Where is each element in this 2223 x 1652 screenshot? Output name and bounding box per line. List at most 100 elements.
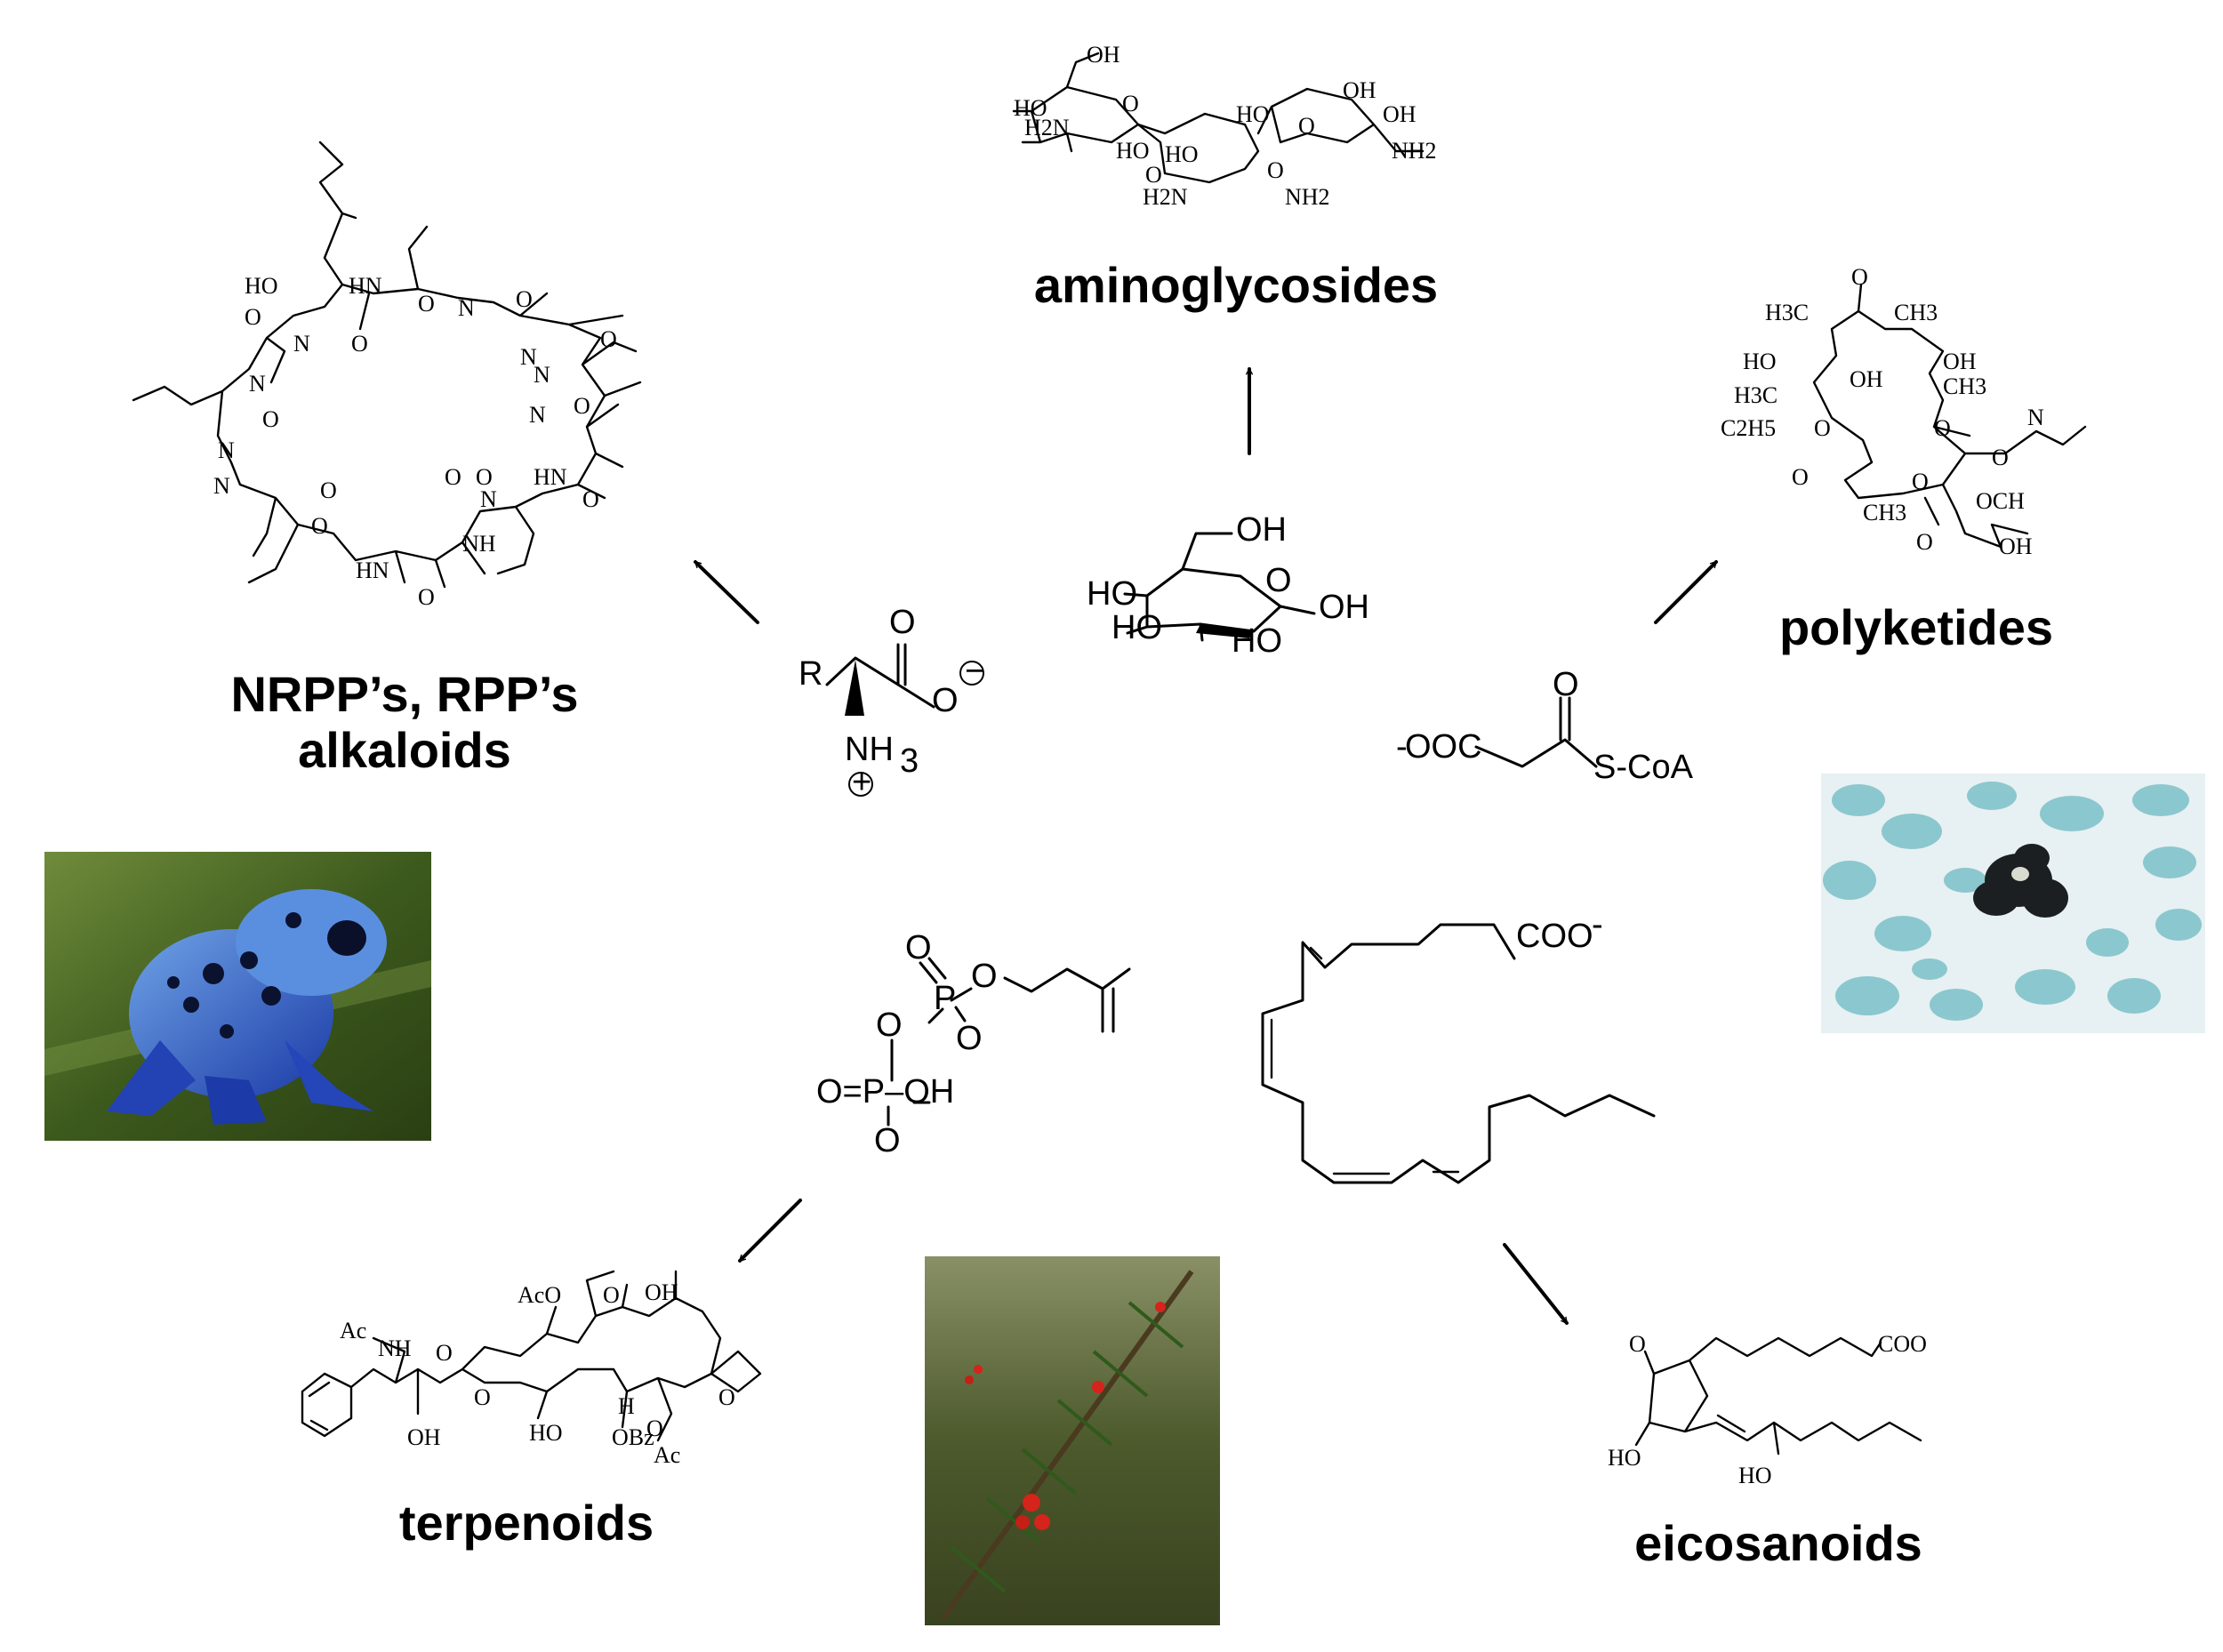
svg-text:O: O: [1992, 445, 2009, 470]
svg-text:NH: NH: [378, 1335, 412, 1361]
svg-text:NH2: NH2: [1392, 138, 1437, 164]
terpenoids-label: terpenoids: [399, 1495, 654, 1551]
cyclosporin-atom-label: NH: [462, 531, 496, 557]
ipp-o-minus2: O: [874, 1122, 901, 1159]
svg-text:O: O: [718, 1384, 735, 1410]
svg-text:OH: OH: [407, 1424, 441, 1450]
svg-text:HO: HO: [1738, 1463, 1772, 1488]
svg-text:AcO: AcO: [518, 1282, 561, 1308]
cyclosporin-atom-label: HN: [356, 557, 389, 583]
svg-text:HO: HO: [1116, 138, 1150, 164]
glucose-ho-lower: HO: [1112, 609, 1162, 646]
mycelium-photo: [1821, 774, 2205, 1033]
glucose-oh-top: OH: [1236, 511, 1287, 549]
arrow-to-terpenoids: [738, 1199, 802, 1263]
svg-text:CH3: CH3: [1863, 500, 1906, 525]
r-group: R: [799, 655, 823, 693]
svg-text:OH: OH: [1343, 77, 1376, 103]
svg-text:O: O: [1916, 529, 1933, 555]
svg-text:C2H5: C2H5: [1721, 415, 1776, 441]
cyclosporin-atom-label: O: [311, 513, 328, 539]
ipp-p1: P: [934, 980, 956, 1017]
cyclosporin-atom-label: N: [213, 473, 230, 499]
frog-photo: [44, 852, 431, 1141]
taxol-structure: AcO O OH Ac NH O O H OH HO OBz O Ac O: [301, 1270, 762, 1468]
glucose-ring-o: O: [1265, 562, 1292, 599]
cyclosporin-atom-label: O: [262, 406, 279, 432]
svg-text:O: O: [1298, 113, 1315, 139]
aminoglycoside-structure: OH HO H2N O HO HO O O OH OH HO O NH2 H2N…: [1012, 42, 1437, 210]
svg-text:COO: COO: [1878, 1331, 1927, 1357]
arachidonate-coo: COO: [1516, 918, 1593, 955]
cyclosporin-atom-label: N: [529, 402, 546, 428]
svg-text:-: -: [1396, 728, 1408, 766]
cyclosporin-atom-label: O: [320, 477, 337, 503]
cyclosporin-atom-label: N: [520, 344, 537, 370]
cyclosporin-atom-label: O: [516, 286, 533, 312]
glucose-ho-left: HO: [1087, 575, 1137, 613]
malonyl-coa-structure: - OOC O S-CoA: [1396, 666, 1694, 786]
svg-text:H2N: H2N: [1024, 115, 1070, 140]
svg-text:CH3: CH3: [1894, 300, 1938, 325]
ipp-bridge-o: O: [876, 1006, 903, 1044]
svg-text:-: -: [1592, 906, 1603, 943]
svg-text:O: O: [603, 1282, 620, 1308]
erythromycin-structure: O H3C CH3 HO OH OH H3C CH3 C2H5 O O O N …: [1721, 264, 2087, 559]
cyclosporin-atom-label: O: [574, 393, 590, 419]
minus-charge: [959, 661, 984, 686]
svg-text:HO: HO: [1014, 95, 1047, 121]
svg-text:NH2: NH2: [1285, 184, 1330, 210]
svg-text:−: −: [965, 653, 984, 690]
ipp-o-minus1: O: [956, 1020, 983, 1057]
ipp-p2: O=P–OH: [816, 1073, 954, 1111]
cyclosporin-atom-label: N: [458, 295, 475, 321]
svg-text:O: O: [1145, 162, 1162, 188]
cyclosporin-atom-label: N: [480, 486, 497, 512]
svg-text:OH: OH: [1383, 101, 1416, 127]
svg-text:Ac: Ac: [654, 1442, 680, 1468]
glucose-structure: OH O HO OH HO HO: [1087, 511, 1369, 660]
cyclosporin-atom-label: O: [582, 486, 599, 512]
svg-text:O: O: [436, 1340, 453, 1366]
cyclosporin-atom-label: HN: [349, 273, 382, 299]
yew-photo: [925, 1256, 1220, 1625]
aminoglycosides-label: aminoglycosides: [1034, 257, 1438, 313]
ammonium: NH: [845, 731, 894, 768]
malonyl-o: O: [1553, 666, 1579, 703]
svg-text:Ac: Ac: [340, 1318, 366, 1343]
cyclosporin-atom-label: O: [245, 304, 261, 330]
ipp-structure: O P O O O O=P–OH O: [816, 929, 1131, 1159]
svg-text:CH3: CH3: [1943, 373, 1986, 399]
cyclosporin-atom-label: O: [445, 464, 461, 490]
svg-text:N: N: [2027, 405, 2044, 430]
arrow-to-polyketides: [1654, 560, 1718, 624]
svg-text:O: O: [1792, 464, 1809, 490]
cyclosporin-atom-label: N: [249, 371, 266, 397]
cyclosporin-atom-label: O: [476, 464, 493, 490]
arachidonate-structure: COO -: [1261, 906, 1656, 1184]
cyclosporin-atom-label: O: [418, 584, 435, 610]
svg-text:O: O: [1814, 415, 1831, 441]
eicosanoids-label: eicosanoids: [1634, 1515, 1922, 1571]
amino-acid-structure: R O O − NH 3 +: [799, 604, 984, 801]
svg-text:O: O: [1629, 1331, 1646, 1357]
alkaloids-label: alkaloids: [298, 722, 511, 778]
svg-text:H3C: H3C: [1765, 300, 1809, 325]
cyclosporin-atom-label: HO: [245, 273, 278, 299]
svg-text:OH: OH: [1943, 349, 1977, 374]
svg-text:O: O: [1122, 91, 1139, 116]
cyclosporin-atom-label: O: [418, 291, 435, 317]
svg-text:OH: OH: [1087, 42, 1120, 68]
svg-text:O: O: [1851, 264, 1868, 290]
malonyl-scoa: S-CoA: [1593, 749, 1694, 786]
carboxylate-o: O: [932, 682, 959, 719]
svg-text:O: O: [646, 1415, 663, 1441]
cyclosporin-atom-label: HN: [534, 464, 567, 490]
svg-text:OH: OH: [1999, 533, 2033, 559]
cyclosporin-atom-label: N: [534, 362, 550, 388]
plus-charge: [848, 772, 873, 797]
malonyl-ooc: OOC: [1405, 728, 1482, 766]
cyclosporin-atom-label: N: [293, 331, 310, 357]
